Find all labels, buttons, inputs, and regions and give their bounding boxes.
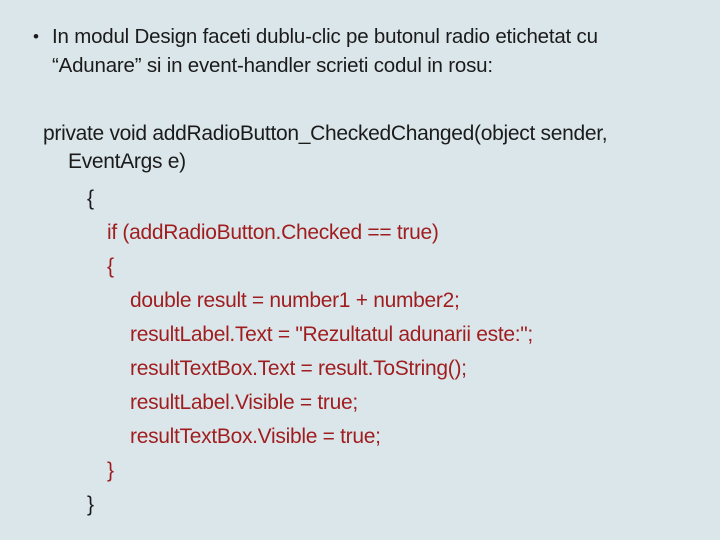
bullet-text-line: In modul Design faceti dublu-clic pe but… xyxy=(52,25,598,48)
code-line: { xyxy=(107,255,114,278)
bullet-text-line: “Adunare” si in event-handler scrieti co… xyxy=(52,54,493,77)
code-line: resultTextBox.Text = result.ToString(); xyxy=(130,357,467,380)
code-line: EventArgs e) xyxy=(68,150,186,173)
code-line: } xyxy=(87,493,94,516)
code-line: { xyxy=(87,187,94,210)
bullet-text: In modul Design faceti dublu-clic pe but… xyxy=(52,22,598,80)
code-line: } xyxy=(107,459,114,482)
code-line: if (addRadioButton.Checked == true) xyxy=(107,221,439,244)
bullet-paragraph: • In modul Design faceti dublu-clic pe b… xyxy=(33,22,598,80)
code-line: resultLabel.Visible = true; xyxy=(130,391,358,414)
code-line: double result = number1 + number2; xyxy=(130,289,460,312)
code-line: private void addRadioButton_CheckedChang… xyxy=(43,122,608,145)
code-line: resultLabel.Text = "Rezultatul adunarii … xyxy=(130,323,533,346)
bullet-marker: • xyxy=(33,27,39,46)
code-block: private void addRadioButton_CheckedChang… xyxy=(43,120,608,522)
code-line: resultTextBox.Visible = true; xyxy=(130,425,381,448)
